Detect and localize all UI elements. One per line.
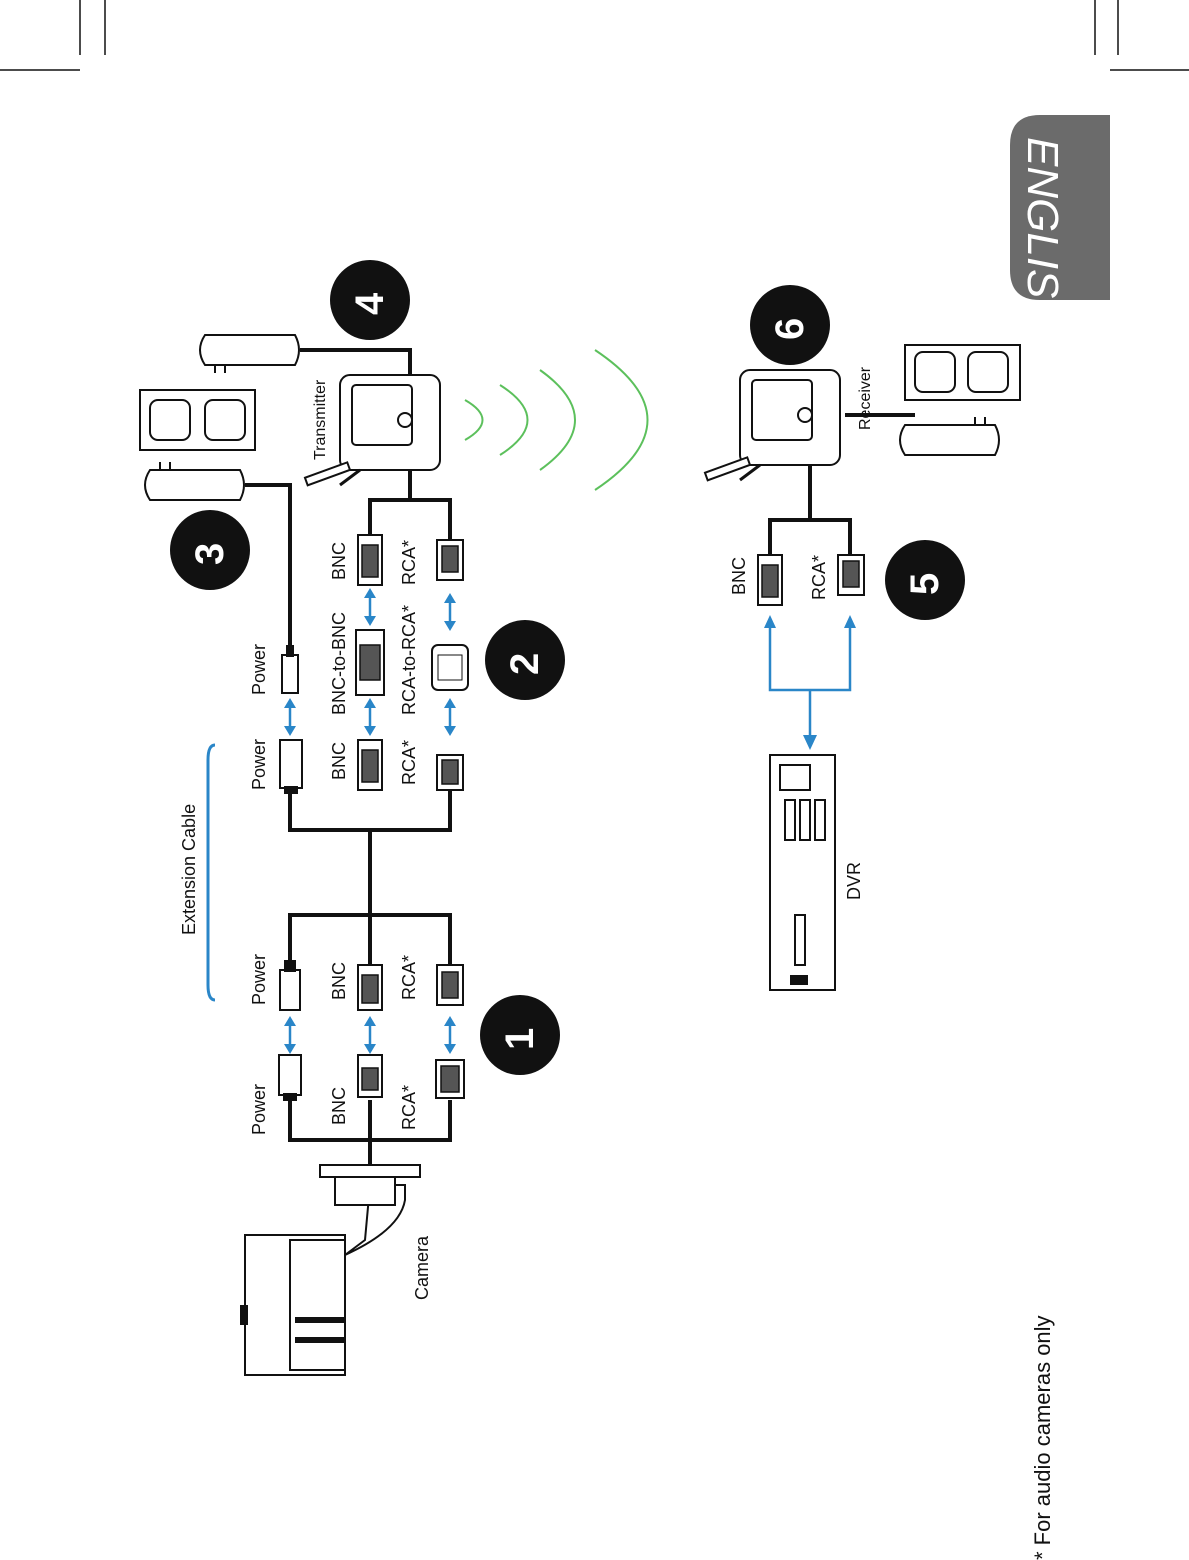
wireless-signal: [465, 350, 648, 490]
tx-rca-label: RCA*: [399, 540, 419, 585]
bnc-to-bnc-label: BNC-to-BNC: [329, 612, 349, 715]
language-tab-label: ENGLISH: [1018, 137, 1067, 330]
step-badge-1: 1: [480, 995, 560, 1075]
dvr-device: [770, 755, 835, 990]
camera-bnc-label: BNC: [329, 1087, 349, 1125]
camera-power-label: Power: [249, 1084, 269, 1135]
transmitter-label: Transmitter: [312, 379, 329, 460]
power-adapter-transmitter: [200, 335, 299, 373]
ext-power-label-1: Power: [249, 954, 269, 1005]
extension-near-rca: [437, 965, 463, 1005]
extension-bracket: [208, 745, 215, 1000]
step-badge-4: 4: [330, 260, 410, 340]
rca-to-rca-coupler: [432, 645, 468, 690]
extension-far-rca: [437, 755, 463, 790]
receiver-rca-connector: [838, 555, 864, 595]
camera-power-connector: [279, 1055, 301, 1101]
ext-rca-label-1: RCA*: [399, 955, 419, 1000]
extension-cable-label: Extension Cable: [179, 804, 199, 935]
language-tab[interactable]: ENGLISH: [1010, 115, 1110, 330]
wall-outlet-2: [905, 345, 1020, 400]
ext-rca-label-2: RCA*: [399, 740, 419, 785]
rx-bnc-label: BNC: [729, 557, 749, 595]
rx-rca-label: RCA*: [809, 555, 829, 600]
extension-cable: [290, 790, 450, 965]
wall-outlet-1: [140, 390, 255, 450]
tx-bnc-label: BNC: [329, 542, 349, 580]
coupler-power-label: Power: [249, 644, 269, 695]
extension-near-power: [280, 960, 300, 1010]
svg-text:6: 6: [768, 318, 812, 340]
camera-bnc-connector: [358, 1055, 382, 1097]
camera-rca-connector: [436, 1060, 464, 1098]
svg-text:1: 1: [498, 1028, 542, 1050]
step-badge-5: 5: [885, 540, 965, 620]
step-badge-6: 6: [750, 285, 830, 365]
step1-arrows: [284, 1016, 456, 1054]
rca-to-rca-label: RCA-to-RCA*: [399, 605, 419, 715]
footnote: * For audio cameras only: [1030, 1315, 1055, 1560]
step2-arrows-left: [284, 698, 456, 736]
camera-rca-label: RCA*: [399, 1085, 419, 1130]
ext-bnc-label-2: BNC: [329, 742, 349, 780]
ext-bnc-label-1: BNC: [329, 962, 349, 1000]
power-plug: [282, 645, 298, 693]
power-adapter-receiver: [900, 417, 999, 455]
transmitter-bnc-connector: [358, 535, 382, 585]
receiver-label: Receiver: [857, 366, 874, 430]
svg-text:4: 4: [348, 292, 392, 315]
camera-label: Camera: [412, 1235, 432, 1300]
dvr-label: DVR: [844, 862, 864, 900]
camera: [240, 1165, 420, 1375]
transmitter-rca-connector: [437, 540, 463, 580]
bnc-to-bnc-coupler: [356, 630, 384, 695]
extension-far-power: [280, 740, 302, 794]
svg-text:3: 3: [188, 543, 232, 565]
ext-power-label-2: Power: [249, 739, 269, 790]
power-adapter-transmitter-input: [145, 462, 244, 500]
receiver-device: [705, 370, 840, 480]
receiver-bnc-connector: [758, 555, 782, 605]
svg-text:2: 2: [503, 653, 547, 675]
step-badge-2: 2: [485, 620, 565, 700]
extension-near-bnc: [358, 965, 382, 1010]
dvr-arrows: [764, 615, 856, 750]
crop-marks: [0, 0, 1189, 70]
extension-far-bnc: [358, 740, 382, 790]
svg-text:5: 5: [903, 573, 947, 595]
step-badge-3: 3: [170, 510, 250, 590]
